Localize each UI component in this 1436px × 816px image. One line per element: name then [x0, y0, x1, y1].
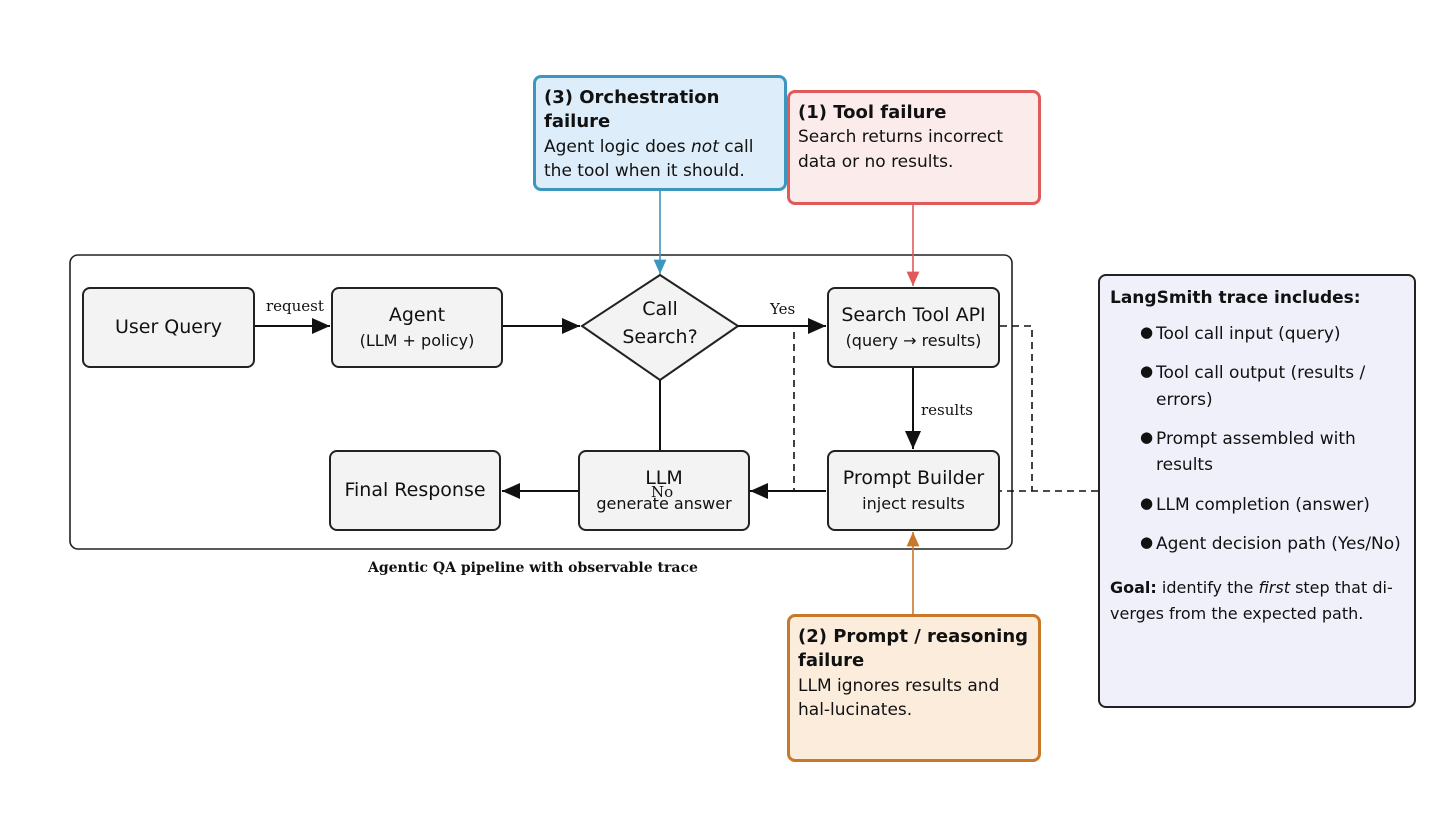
- edge-label-request: request: [266, 297, 324, 315]
- callout-tool-failure: (1) Tool failure Search returns incorrec…: [787, 90, 1041, 205]
- trace-link-search: [1000, 325, 1033, 491]
- node-prompt-builder-title: Prompt Builder: [842, 466, 985, 489]
- trace-list: ●Tool call input (query) ●Tool call outp…: [1110, 321, 1404, 557]
- bullet-icon: ●: [1140, 493, 1154, 512]
- pipeline-caption: Agentic QA pipeline with observable trac…: [368, 560, 698, 576]
- trace-item: ●LLM completion (answer): [1140, 493, 1370, 515]
- edge-label-yes: Yes: [770, 300, 796, 318]
- callout-tool-title: (1) Tool failure: [798, 102, 947, 123]
- callout-orchestration-failure: (3) Orchestration failure Agent logic do…: [533, 75, 787, 191]
- node-prompt-builder: Prompt Builder inject results: [827, 450, 1000, 531]
- node-search-tool: Search Tool API (query → results): [827, 287, 1000, 368]
- edge-label-no: No: [651, 483, 674, 501]
- node-decision-label: Call Search?: [610, 296, 710, 351]
- node-llm: LLM generate answer: [578, 450, 750, 531]
- pipeline-container: [69, 254, 1013, 550]
- node-prompt-builder-sub: inject results: [862, 494, 965, 514]
- node-user-query: User Query: [82, 287, 255, 368]
- node-agent: Agent (LLM + policy): [331, 287, 503, 368]
- trace-item: ●Agent decision path (Yes/No): [1140, 533, 1401, 555]
- trace-goal: Goal: identify the first step that di-ve…: [1110, 578, 1393, 623]
- callout-prompt-title: (2) Prompt / reasoning failure: [798, 626, 1029, 672]
- node-search-tool-sub: (query → results): [845, 331, 982, 351]
- callout-prompt-text: LLM ignores results and hal-lucinates.: [798, 675, 1000, 721]
- trace-item: ●Prompt assembled with results: [1140, 428, 1356, 476]
- node-user-query-title: User Query: [114, 315, 223, 338]
- trace-item: ●Tool call output (results / errors): [1140, 362, 1366, 410]
- node-search-tool-title: Search Tool API: [841, 303, 986, 326]
- bullet-icon: ●: [1140, 533, 1154, 552]
- trace-item: ●Tool call input (query): [1140, 323, 1341, 344]
- bullet-icon: ●: [1140, 323, 1154, 341]
- node-final-response: Final Response: [329, 450, 501, 531]
- callout-orchestration-title: (3) Orchestration failure: [544, 87, 720, 133]
- callout-tool-text: Search returns incorrect data or no resu…: [798, 127, 1004, 172]
- callout-prompt-failure: (2) Prompt / reasoning failure LLM ignor…: [787, 614, 1041, 762]
- node-llm-title: LLM: [645, 466, 683, 489]
- decision-line-1: Call: [642, 298, 678, 320]
- node-agent-title: Agent: [388, 303, 446, 326]
- node-llm-sub: generate answer: [596, 494, 732, 514]
- callout-orchestration-text: Agent logic does not call the tool when …: [544, 136, 754, 182]
- edge-label-results: results: [921, 401, 973, 419]
- node-final-response-title: Final Response: [344, 478, 486, 501]
- decision-line-2: Search?: [622, 325, 698, 348]
- trace-heading: LangSmith trace includes:: [1110, 288, 1361, 308]
- bullet-icon: ●: [1140, 362, 1154, 381]
- bullet-icon: ●: [1140, 428, 1154, 447]
- node-agent-sub: (LLM + policy): [359, 331, 475, 351]
- langsmith-trace-panel: LangSmith trace includes: ●Tool call inp…: [1098, 274, 1416, 708]
